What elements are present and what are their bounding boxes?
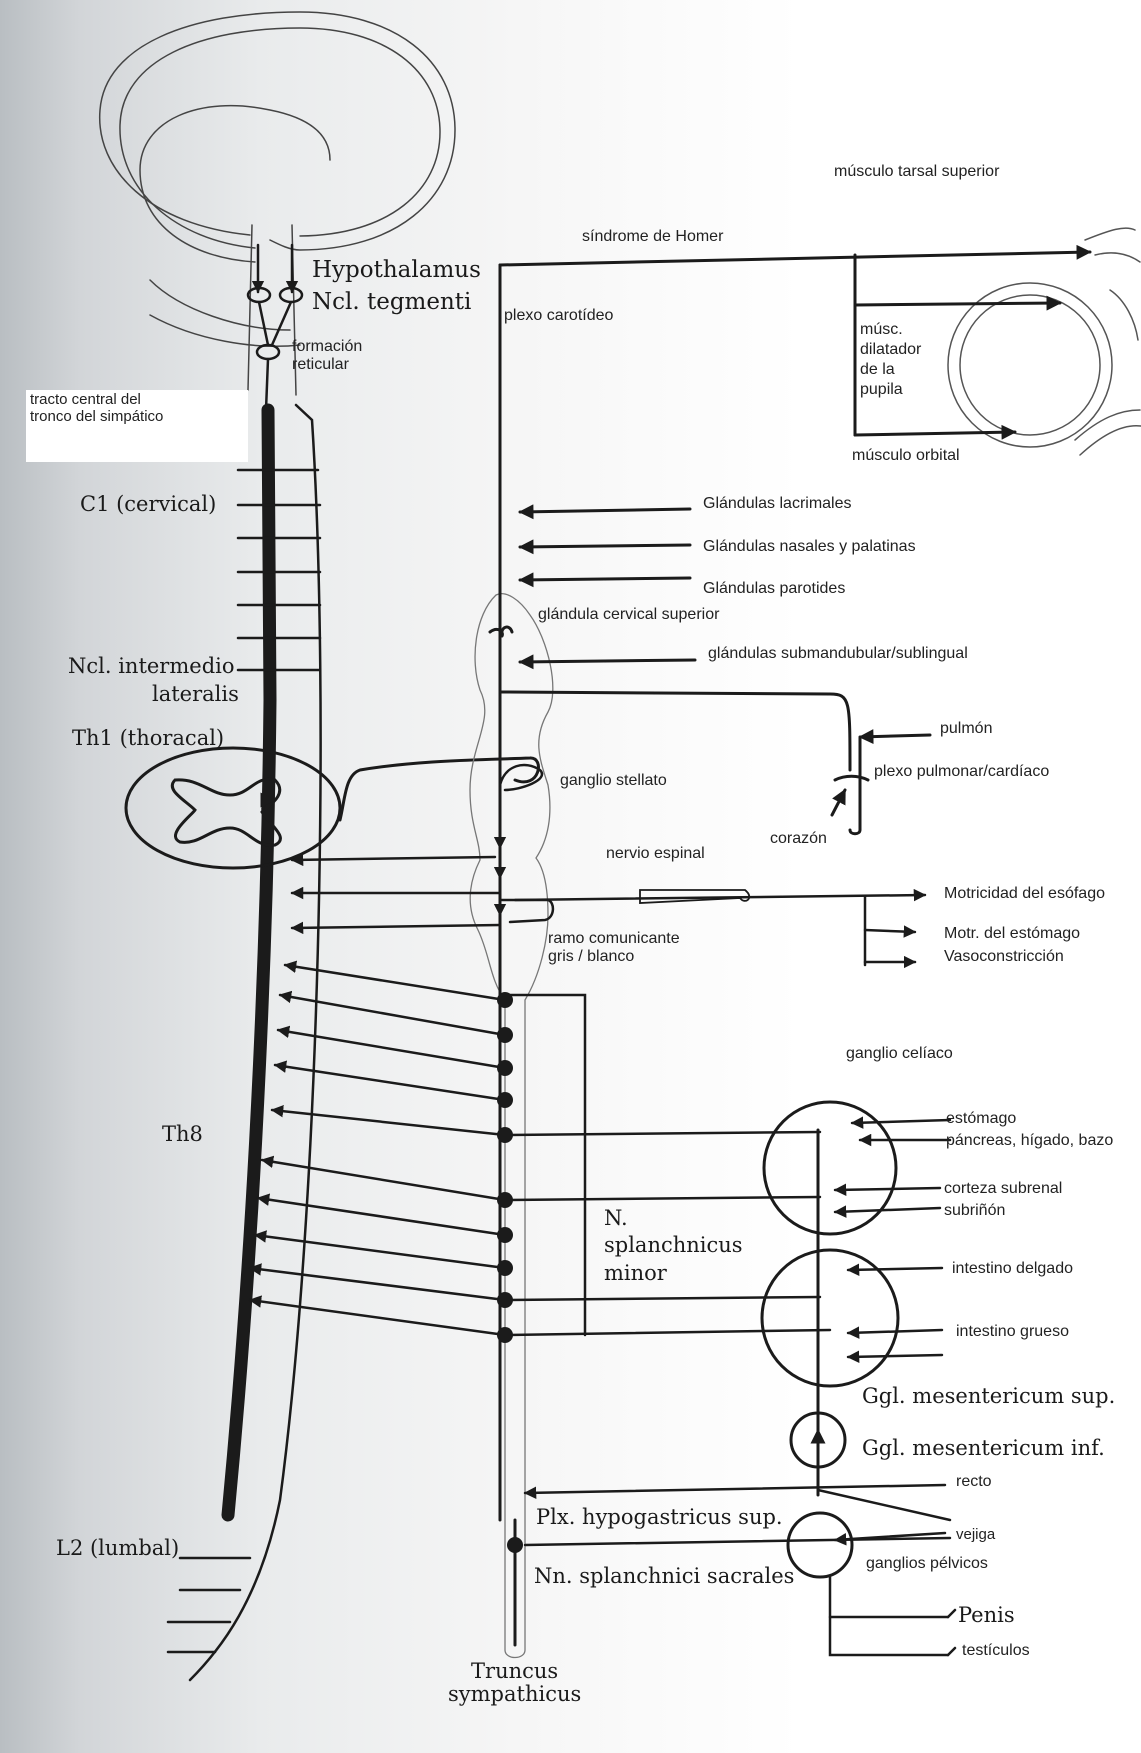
label-plexo-carotideo: plexo carotídeo xyxy=(504,307,613,325)
label-intestino-grueso: intestino grueso xyxy=(956,1323,1069,1341)
label-penis: Penis xyxy=(958,1604,1015,1627)
label-estomago: estómago xyxy=(946,1110,1016,1128)
thoracic-ganglia xyxy=(250,965,830,1335)
cervical-nerves xyxy=(168,470,320,1652)
label-testiculos: testículos xyxy=(962,1642,1030,1660)
label-tracto-central: tracto central del tronco del simpático xyxy=(26,390,248,462)
label-musculo-orbital: músculo orbital xyxy=(852,447,960,465)
label-ggl-mesentericum-inf: Ggl. mesentericum inf. xyxy=(862,1437,1105,1460)
label-th8: Th8 xyxy=(162,1123,203,1146)
label-motr-estomago: Motr. del estómago xyxy=(944,925,1080,943)
label-sindrome-horner: síndrome de Homer xyxy=(582,228,723,246)
label-nn-splanchnici-sacrales: Nn. splanchnici sacrales xyxy=(534,1565,794,1588)
label-subrinon: subriñón xyxy=(944,1202,1005,1220)
label-glandulas-nasales: Glándulas nasales y palatinas xyxy=(703,538,916,556)
label-ganglio-stellato: ganglio stellato xyxy=(560,772,667,790)
label-c1-cervical: C1 (cervical) xyxy=(80,493,216,516)
label-ganglios-pelvicos: ganglios pélvicos xyxy=(866,1555,988,1573)
label-n-splanchnicus-minor: N. splanchnicus minor xyxy=(604,1205,743,1287)
label-glandulas-lacrimales: Glándulas lacrimales xyxy=(703,495,852,513)
label-truncus-sympathicus: Truncus sympathicus xyxy=(448,1660,581,1706)
spinal-cord xyxy=(190,405,321,1680)
gland-pathways xyxy=(490,509,695,662)
label-ramo-comunicante: ramo comunicante gris / blanco xyxy=(548,930,680,965)
label-th1-thoracal: Th1 (thoracal) xyxy=(72,727,224,750)
label-hypothalamus: Hypothalamus xyxy=(312,258,481,283)
label-ggl-mesentericum-sup: Ggl. mesentericum sup. xyxy=(862,1385,1115,1408)
heart-lung-pathways xyxy=(500,692,930,834)
label-musc-dilatador: músc. dilatador de la pupila xyxy=(860,320,921,400)
eye xyxy=(948,228,1141,455)
label-pulmon: pulmón xyxy=(940,720,992,738)
label-motricidad-esofago: Motricidad del esófago xyxy=(944,885,1105,903)
label-lateralis: lateralis xyxy=(152,683,239,706)
sympathetic-trunk-outline xyxy=(470,594,553,1658)
label-glandulas-parotides: Glándulas parotides xyxy=(703,580,845,598)
brain-outline xyxy=(100,12,455,395)
label-nervio-espinal: nervio espinal xyxy=(606,845,705,863)
label-vasoconstriccion: Vasoconstricción xyxy=(944,948,1064,966)
label-plexo-pulmonar: plexo pulmonar/cardíaco xyxy=(874,763,1049,781)
label-ncl-tegmenti: Ncl. tegmenti xyxy=(312,290,471,315)
label-pancreas: páncreas, hígado, bazo xyxy=(946,1132,1113,1150)
label-ncl-intermedio: Ncl. intermedio xyxy=(68,655,235,678)
spinal-cross-section xyxy=(126,748,538,868)
label-vejiga: vejiga xyxy=(956,1527,995,1544)
label-corteza-subrenal: corteza subrenal xyxy=(944,1180,1062,1198)
label-plx-hypogastricus: Plx. hypogastricus sup. xyxy=(536,1506,783,1529)
label-l2-lumbal: L2 (lumbal) xyxy=(56,1537,179,1560)
label-intestino-delgado: intestino delgado xyxy=(952,1260,1073,1278)
label-formacion-reticular: formación reticular xyxy=(292,338,362,373)
label-glandula-cervical: glándula cervical superior xyxy=(538,606,719,624)
label-recto: recto xyxy=(956,1473,992,1491)
label-musculo-tarsal: músculo tarsal superior xyxy=(834,163,999,181)
label-ganglio-celiaco: ganglio celíaco xyxy=(846,1045,953,1063)
label-glandulas-submandibular: glándulas submandubular/sublingual xyxy=(708,645,968,663)
spinal-connections-upper xyxy=(292,822,553,928)
label-corazon: corazón xyxy=(770,830,827,848)
